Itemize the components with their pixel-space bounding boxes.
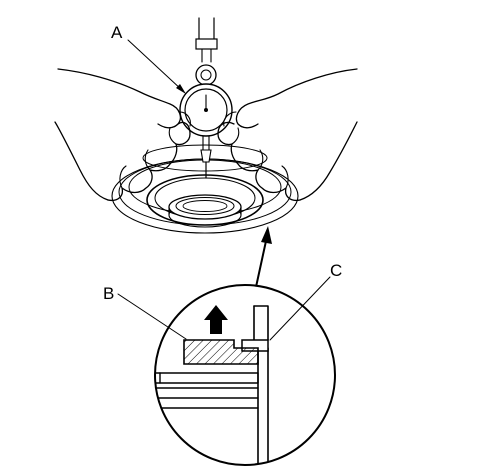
callout-a: A (111, 23, 123, 42)
piston (168, 194, 242, 228)
callout-b: B (103, 284, 114, 303)
detail-pointer-arrow (255, 226, 272, 288)
detail-view (154, 284, 336, 466)
dial-indicator-icon (179, 17, 233, 179)
leader-lines (117, 39, 331, 341)
right-hand (217, 68, 358, 202)
hatched-piston (183, 339, 259, 365)
callout-c: C (330, 261, 342, 280)
up-arrow-icon (204, 305, 228, 334)
left-hand (54, 68, 191, 202)
housing-assembly (111, 144, 299, 234)
